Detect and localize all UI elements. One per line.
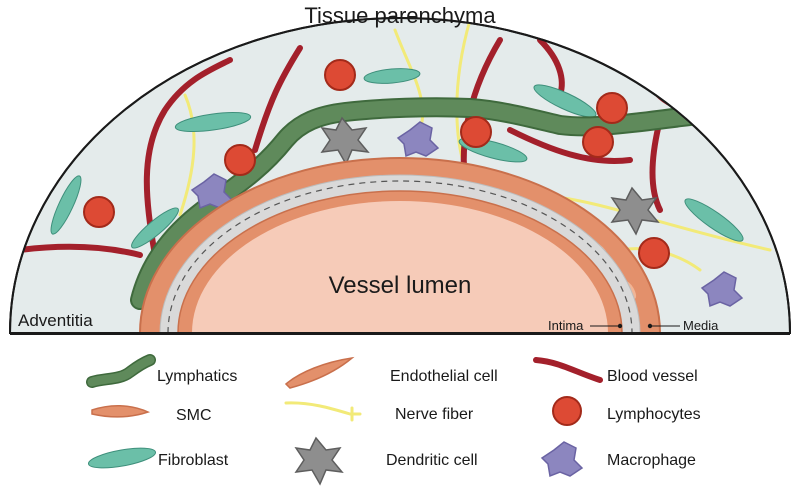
- svg-text:Fibroblast: Fibroblast: [158, 452, 229, 469]
- dendritic-cell-icon: [294, 436, 344, 486]
- svg-text:Blood vessel: Blood vessel: [607, 368, 698, 385]
- legend-item-smc: SMC: [91, 405, 212, 424]
- svg-text:Endothelial cell: Endothelial cell: [390, 368, 498, 385]
- blood-vessel-icon: [533, 357, 603, 383]
- svg-text:Nerve fiber: Nerve fiber: [395, 406, 474, 423]
- macrophages: [190, 121, 744, 308]
- legend-item-endothelial: Endothelial cell: [284, 356, 498, 389]
- legend-item-dendritic: Dendritic cell: [294, 436, 478, 486]
- endothelial-cell-icon: [284, 356, 355, 389]
- lumen-label: Vessel lumen: [329, 272, 472, 299]
- intima-label: Intima: [548, 318, 584, 333]
- media-callout: Media: [647, 318, 719, 333]
- legend-item-nerve: Nerve fiber: [284, 401, 474, 423]
- legend: Lymphatics Endothelial cell Blood vessel…: [86, 354, 701, 486]
- svg-text:SMC: SMC: [176, 407, 212, 424]
- media-label: Media: [683, 318, 719, 333]
- macrophage-icon: [540, 441, 584, 478]
- legend-item-macrophage: Macrophage: [540, 441, 696, 478]
- svg-text:Macrophage: Macrophage: [607, 452, 696, 469]
- legend-item-fibroblast: Fibroblast: [87, 447, 229, 469]
- svg-text:Lymphatics: Lymphatics: [157, 368, 237, 385]
- svg-text:Lymphocytes: Lymphocytes: [607, 406, 701, 423]
- legend-item-lymphatics: Lymphatics: [86, 354, 237, 388]
- adventitia-label: Adventitia: [18, 311, 93, 330]
- svg-text:Dendritic cell: Dendritic cell: [386, 452, 478, 469]
- lymphocyte-icon: [552, 396, 582, 426]
- vessel-lumen: [192, 201, 608, 333]
- legend-item-blood-vessel: Blood vessel: [533, 357, 698, 385]
- lymphocytes: [83, 59, 670, 269]
- nerve-fiber-icon: [284, 401, 362, 422]
- legend-item-lymphocytes: Lymphocytes: [552, 396, 701, 426]
- intima-callout: Intima: [548, 318, 623, 333]
- smc-icon: [91, 405, 151, 418]
- fibroblast-icon: [87, 447, 157, 469]
- fibroblasts: [50, 68, 744, 249]
- diagram-title: Tissue parenchyma: [304, 3, 496, 28]
